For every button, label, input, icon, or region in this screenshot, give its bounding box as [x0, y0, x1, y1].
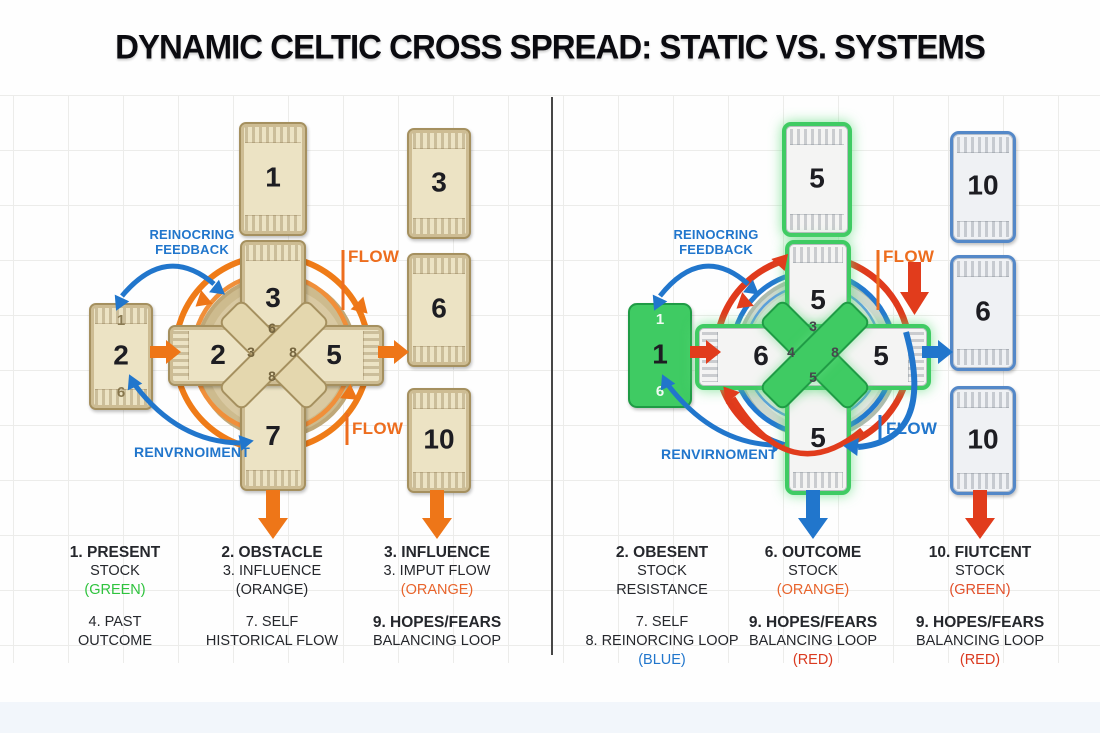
left-legend-col1: 1. PRESENT STOCK (GREEN) 4. PAST OUTCOME [69, 544, 161, 649]
left-legend-col2: 2. OBSTACLE 3. INFLUENCE (ORANGE) 7. SEL… [205, 544, 339, 649]
center-number-top: 6 [268, 320, 276, 336]
left-card-past: 1 2 6 [89, 303, 153, 410]
card-number: 2 [210, 339, 226, 370]
right-flow-top-label: FLOW [883, 247, 935, 266]
right-card-side-mid: 6 [950, 255, 1016, 371]
panel-divider [551, 97, 553, 655]
card-corner-number: 6 [655, 383, 665, 400]
card-number: 5 [809, 162, 825, 194]
center-number-bottom: 8 [268, 368, 276, 384]
left-legend-col3: 3. INFLUENCE 3. IMPUT FLOW (ORANGE) 9. H… [372, 544, 502, 649]
left-flow-top-label: FLOW [348, 247, 400, 266]
center-number-right: 8 [831, 344, 839, 360]
card-number: 1 [652, 338, 668, 370]
card-corner-number: 6 [116, 384, 126, 401]
card-number: 1 [265, 161, 281, 193]
left-card-top: 1 [239, 122, 307, 236]
card-number: 6 [431, 292, 447, 324]
card-number: 6 [975, 295, 991, 327]
right-card-side-top: 10 [950, 131, 1016, 243]
center-number-bottom: 5 [809, 369, 817, 385]
card-number: 5 [873, 340, 889, 371]
left-card-side-mid: 6 [407, 253, 471, 367]
center-number-left: 4 [787, 344, 795, 360]
card-number: 10 [967, 423, 999, 455]
left-feedback-label: REINOCRING FEEDBACK [149, 227, 235, 257]
page-title: DYNAMIC CELTIC CROSS SPREAD: STATIC VS. … [115, 27, 986, 66]
right-legend-col1: 2. OBESENT STOCK RESISTANCE 7. SELF 8. R… [585, 544, 739, 668]
card-number: 3 [431, 166, 447, 198]
card-number: 10 [423, 423, 455, 455]
right-legend-col2: 6. OUTCOME STOCK (ORANGE) 9. HOPES/FEARS… [748, 544, 878, 668]
center-number-right: 8 [289, 344, 297, 360]
left-card-side-top: 3 [407, 128, 471, 239]
center-number-top: 3 [809, 318, 817, 334]
bottom-tint [0, 702, 1100, 733]
right-legend-col3: 10. FIUTCENT STOCK (GREEN) 9. HOPES/FEAR… [915, 544, 1045, 668]
right-card-stock: 1 1 6 [628, 303, 692, 408]
card-number: 10 [967, 169, 999, 201]
center-number-left: 3 [247, 344, 255, 360]
card-number: 5 [326, 339, 342, 370]
left-flow-bottom-label: FLOW [352, 419, 404, 438]
right-feedback-label: REINOCRING FEEDBACK [673, 227, 759, 257]
card-corner-number: 1 [116, 312, 126, 329]
card-corner-number: 1 [655, 311, 665, 328]
left-environment-label: RENVRNOIMENT [134, 444, 250, 460]
right-environment-label: RENVIRNOMENT [661, 446, 777, 462]
left-card-side-bottom: 10 [407, 388, 471, 493]
right-card-top: 5 [782, 122, 852, 237]
right-flow-bottom-label: FLOW [886, 419, 938, 438]
card-number: 2 [113, 339, 129, 371]
card-number: 6 [753, 340, 769, 371]
right-card-side-bottom: 10 [950, 386, 1016, 495]
